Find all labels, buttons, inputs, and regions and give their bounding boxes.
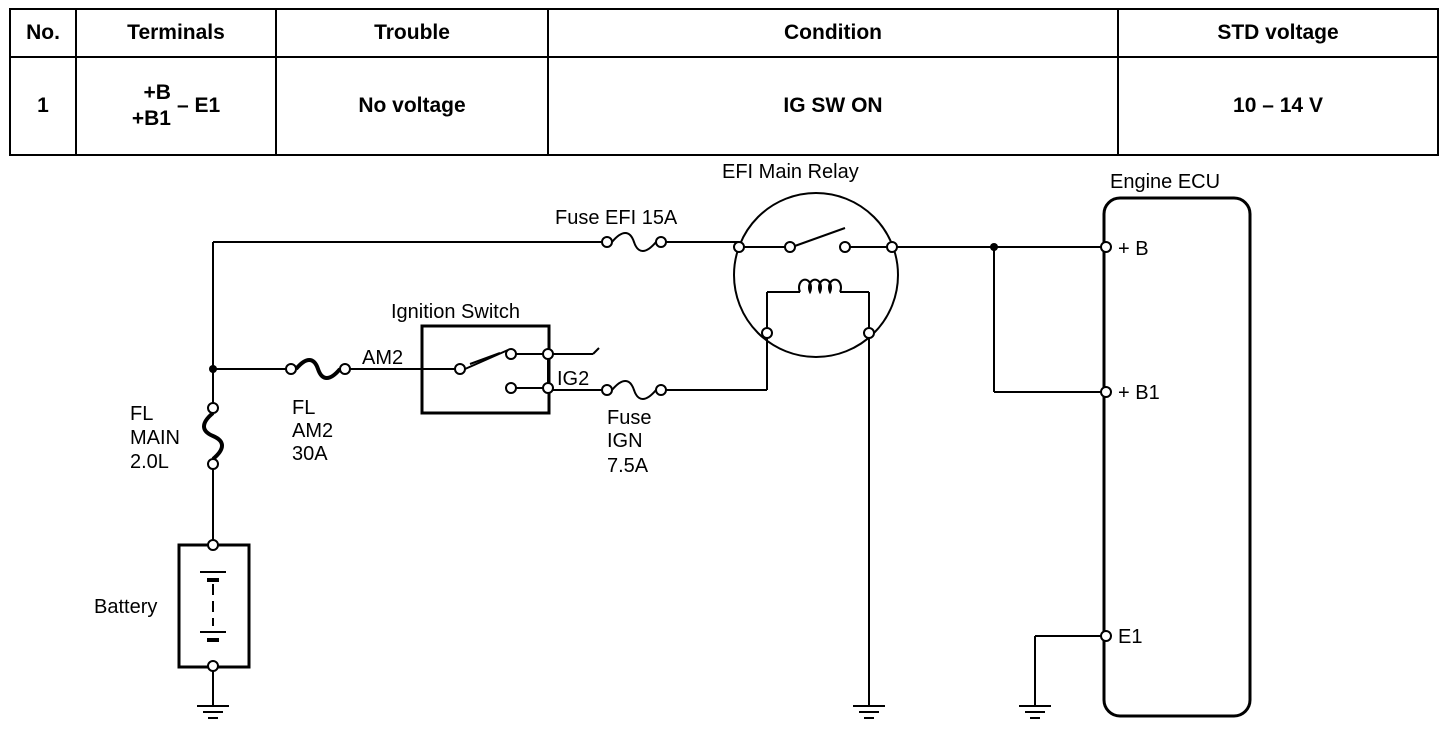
ground-icon [197, 705, 229, 719]
fuse-efi-label: Fuse EFI 15A [555, 207, 678, 229]
cell-no: 1 [9, 56, 77, 156]
ecu-terminal-e1: E1 [1118, 626, 1142, 648]
fuse-ign-icon [601, 380, 667, 400]
header-std-voltage: STD voltage [1117, 8, 1439, 58]
fl-main-line-3: 2.0L [130, 451, 169, 473]
fuse-efi-icon [601, 232, 667, 252]
fusible-link-am2-icon [285, 358, 351, 380]
junction-dot [209, 365, 217, 373]
cell-trouble: No voltage [275, 56, 549, 156]
efi-main-relay-icon [733, 192, 899, 358]
engine-ecu-label: Engine ECU [1110, 171, 1220, 193]
ig2-label: IG2 [557, 368, 589, 390]
ecu-terminal-b1: + B1 [1118, 382, 1160, 404]
ground-icon [1019, 705, 1051, 719]
battery-icon [177, 539, 251, 672]
table-row: 1 +B +B1 – E1 No voltage IG SW ON 10 – 1… [9, 56, 1439, 156]
header-trouble: Trouble [275, 8, 549, 58]
ignition-switch-icon [420, 324, 600, 415]
fuse-ign-line-2: IGN [607, 430, 643, 452]
cell-std-voltage: 10 – 14 V [1117, 56, 1439, 156]
spec-table: No. Terminals Trouble Condition STD volt… [9, 8, 1439, 156]
fl-main-line-2: MAIN [130, 427, 180, 449]
terminal-b: +B [143, 81, 171, 104]
ecu-terminal-b: + B [1118, 238, 1149, 260]
junction-dot [990, 243, 998, 251]
fl-am2-line-1: FL [292, 397, 315, 419]
battery-label: Battery [94, 596, 157, 618]
cell-terminals: +B +B1 – E1 [75, 56, 277, 156]
header-terminals: Terminals [75, 8, 277, 58]
table-header-row: No. Terminals Trouble Condition STD volt… [9, 8, 1439, 58]
am2-label: AM2 [362, 347, 403, 369]
fuse-ign-line-1: Fuse [607, 407, 651, 429]
wires [212, 241, 1104, 706]
header-condition: Condition [547, 8, 1119, 58]
fuse-ign-line-3: 7.5A [607, 455, 649, 477]
fusible-link-main-icon [202, 402, 224, 470]
terminal-b1: +B1 [131, 107, 171, 130]
efi-relay-label: EFI Main Relay [722, 161, 859, 183]
ground-icon [853, 705, 885, 719]
fl-am2-line-3: 30A [292, 443, 328, 465]
engine-ecu-box [1100, 196, 1252, 718]
fl-am2-line-2: AM2 [292, 420, 333, 442]
terminal-e1: – E1 [176, 94, 221, 117]
header-no: No. [9, 8, 77, 58]
cell-condition: IG SW ON [547, 56, 1119, 156]
fl-main-line-1: FL [130, 403, 153, 425]
ignition-switch-label: Ignition Switch [391, 301, 520, 323]
